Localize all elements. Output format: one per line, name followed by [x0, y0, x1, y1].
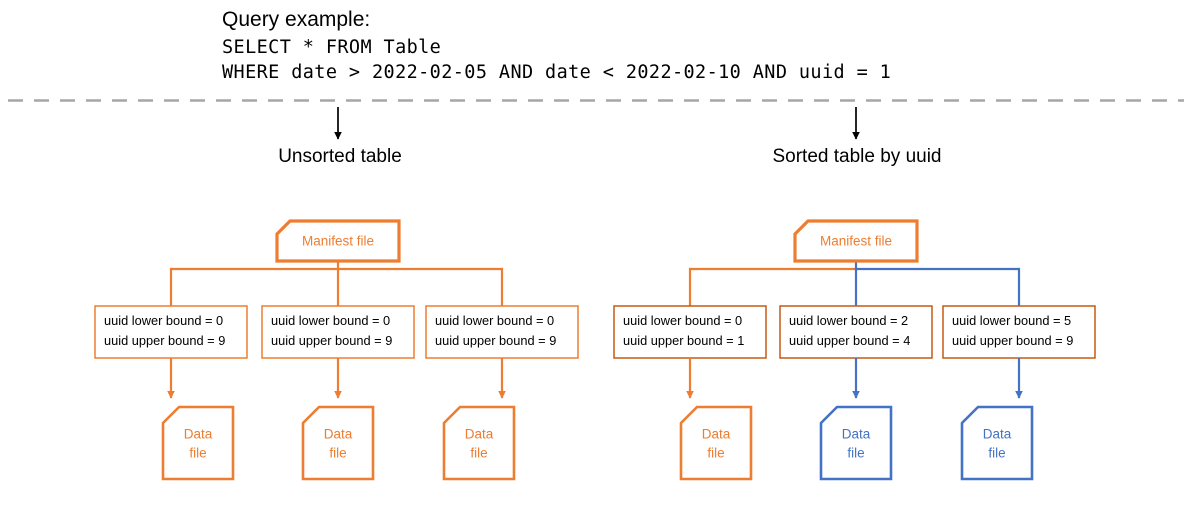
query-sql-line-1: SELECT * FROM Table: [222, 37, 442, 58]
section-heading-unsorted: Unsorted table: [278, 146, 402, 167]
bound-upper-label-sorted-2: uuid upper bound = 9: [952, 333, 1073, 348]
data-file-label-line2-sorted-1: file: [847, 446, 864, 461]
data-file-shape-unsorted-2[interactable]: [442, 405, 516, 481]
bound-upper-label-unsorted-0: uuid upper bound = 9: [104, 333, 225, 348]
data-file-label-line1-unsorted-0: Data: [184, 427, 213, 442]
bound-upper-label-unsorted-1: uuid upper bound = 9: [271, 333, 392, 348]
data-file-shape-sorted-2[interactable]: [960, 405, 1034, 481]
bound-lower-label-unsorted-1: uuid lower bound = 0: [271, 313, 390, 328]
data-file-shape-unsorted-1[interactable]: [301, 405, 375, 481]
bound-lower-label-unsorted-2: uuid lower bound = 0: [435, 313, 554, 328]
data-file-label-line1-sorted-1: Data: [842, 427, 871, 442]
data-file-shape-unsorted-0[interactable]: [161, 405, 235, 481]
bound-upper-label-unsorted-2: uuid upper bound = 9: [435, 333, 556, 348]
bound-box-unsorted-2[interactable]: [425, 305, 579, 359]
bound-box-unsorted-1[interactable]: [261, 305, 415, 359]
data-file-shape-sorted-0[interactable]: [679, 405, 753, 481]
section-group-sorted: uuid lower bound = 0 uuid upper bound = 1…: [613, 219, 1096, 481]
data-file-label-line2-unsorted-2: file: [470, 446, 487, 461]
bound-upper-label-sorted-0: uuid upper bound = 1: [623, 333, 744, 348]
bound-box-sorted-0[interactable]: [613, 305, 767, 359]
bound-lower-label-sorted-1: uuid lower bound = 2: [789, 313, 908, 328]
bound-lower-label-sorted-0: uuid lower bound = 0: [623, 313, 742, 328]
section-heading-sorted: Sorted table by uuid: [772, 146, 942, 167]
data-file-label-line2-sorted-2: file: [988, 446, 1005, 461]
data-file-label-line1-unsorted-1: Data: [324, 427, 353, 442]
manifest-file-shape-sorted[interactable]: [793, 219, 919, 263]
section-group-unsorted: uuid lower bound = 0 uuid upper bound = 9…: [94, 219, 579, 481]
data-file-shape-sorted-1[interactable]: [819, 405, 893, 481]
manifest-file-shape-unsorted[interactable]: [275, 219, 401, 263]
data-file-label-line1-sorted-0: Data: [702, 427, 731, 442]
bound-box-sorted-1[interactable]: [779, 305, 933, 359]
data-file-label-line1-sorted-2: Data: [983, 427, 1012, 442]
query-sql-line-2: WHERE date > 2022-02-05 AND date < 2022-…: [222, 62, 892, 83]
data-file-label-line2-unsorted-0: file: [189, 446, 206, 461]
data-file-label-line2-unsorted-1: file: [329, 446, 346, 461]
data-file-label-line2-sorted-0: file: [707, 446, 724, 461]
bound-lower-label-sorted-2: uuid lower bound = 5: [952, 313, 1071, 328]
manifest-file-label-sorted: Manifest file: [820, 234, 892, 249]
bound-lower-label-unsorted-0: uuid lower bound = 0: [104, 313, 223, 328]
manifest-file-label-unsorted: Manifest file: [302, 234, 374, 249]
bound-upper-label-sorted-1: uuid upper bound = 4: [789, 333, 910, 348]
data-file-label-line1-unsorted-2: Data: [465, 427, 494, 442]
bound-box-sorted-2[interactable]: [942, 305, 1096, 359]
bound-box-unsorted-0[interactable]: [94, 305, 248, 359]
query-example-title: Query example:: [222, 8, 371, 31]
